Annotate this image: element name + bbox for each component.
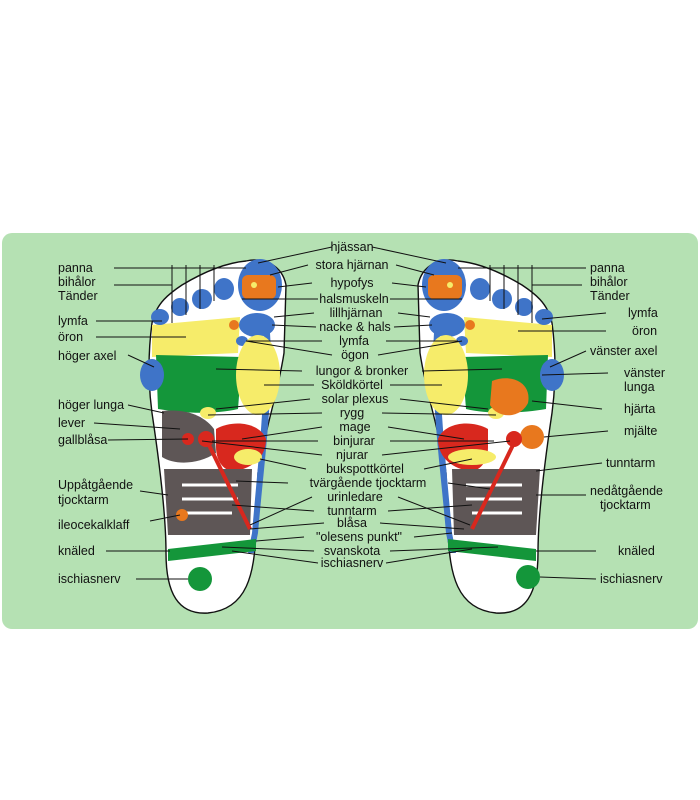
foot-reflexology-diagram: panna bihålor Tänder lymfa öron höger ax… — [58, 240, 665, 614]
label-lillhjarnan: lillhjärnan — [330, 306, 383, 320]
label-right-lymfa: lymfa — [628, 306, 658, 320]
center-labels: hjässan stora hjärnan hypofys halsmuskel… — [310, 240, 427, 570]
label-ischiasnerv-center: ischiasnerv — [321, 556, 384, 570]
right-labels: panna bihålor Tänder lymfa öron vänster … — [590, 261, 665, 586]
label-left-uppatgaende-2: tjocktarm — [58, 493, 109, 507]
label-lungor-bronker: lungor & bronker — [316, 364, 408, 378]
label-njurar: njurar — [336, 448, 368, 462]
left-bukspott-zone — [234, 449, 262, 465]
right-knaled-band — [448, 539, 536, 561]
left-toe-1 — [151, 309, 169, 325]
label-left-ischiasnerv: ischiasnerv — [58, 572, 121, 586]
label-right-knaled: knäled — [618, 544, 655, 558]
left-hypofys — [242, 275, 276, 299]
label-right-vanster-1: vänster — [624, 366, 665, 380]
left-toe-4 — [214, 278, 234, 300]
label-right-tunntarm: tunntarm — [606, 456, 655, 470]
left-nacke-zone — [239, 313, 275, 337]
label-left-hoger-axel: höger axel — [58, 349, 116, 363]
right-lymfa-dot — [465, 320, 475, 330]
label-ogon: ögon — [341, 348, 369, 362]
label-nacke-hals: nacke & hals — [319, 320, 391, 334]
label-right-mjalte: mjälte — [624, 424, 657, 438]
label-rygg: rygg — [340, 406, 364, 420]
label-right-panna: panna — [590, 261, 625, 275]
left-lung-zone — [156, 355, 242, 413]
label-lymfa: lymfa — [339, 334, 369, 348]
label-stora-hjarnan: stora hjärnan — [316, 258, 389, 272]
right-njure — [506, 431, 522, 447]
left-shoulder-zone — [140, 359, 164, 391]
label-hjassan: hjässan — [330, 240, 373, 254]
label-left-knaled: knäled — [58, 544, 95, 558]
label-right-nedatgaende-1: nedåtgående — [590, 484, 663, 498]
right-toe-zone — [464, 317, 552, 357]
right-heart-zone — [490, 378, 529, 416]
right-urinledare — [470, 442, 516, 530]
label-right-nedatgaende-2: tjocktarm — [600, 498, 651, 512]
right-foot — [417, 259, 564, 614]
right-toe-lines — [489, 265, 533, 323]
label-left-gallblasa: gallblåsa — [58, 433, 107, 447]
right-toe-4 — [470, 278, 490, 300]
right-mjalte — [520, 425, 544, 449]
label-blasa: blåsa — [337, 516, 367, 530]
leader-lines — [93, 246, 609, 580]
left-toe-lines — [171, 265, 215, 323]
left-toe-2 — [171, 298, 189, 316]
label-urinledare: urinledare — [327, 490, 383, 504]
left-labels: panna bihålor Tänder lymfa öron höger ax… — [58, 261, 133, 586]
label-left-oron: öron — [58, 330, 83, 344]
left-toe-3 — [192, 289, 212, 309]
left-foot — [140, 259, 287, 614]
label-left-panna: panna — [58, 261, 93, 275]
label-halsmuskeln: halsmuskeln — [319, 292, 389, 306]
left-lymfa-dot — [229, 320, 239, 330]
label-bukspottkortel: bukspottkörtel — [326, 462, 404, 476]
label-left-ileocekalklaff: ileocekalklaff — [58, 518, 130, 532]
label-right-tander: Tänder — [590, 289, 630, 303]
label-left-uppatgaende-1: Uppåtgående — [58, 478, 133, 492]
right-ischias-dot — [516, 565, 540, 589]
label-right-oron: öron — [632, 324, 657, 338]
left-knaled-band — [168, 539, 256, 561]
left-solar-plexus — [200, 407, 216, 419]
left-toe-zone — [152, 317, 240, 357]
left-ischias-dot — [188, 567, 212, 591]
label-right-vanster-axel: vänster axel — [590, 344, 657, 358]
label-left-tander: Tänder — [58, 289, 98, 303]
right-toe-3 — [492, 289, 512, 309]
label-left-hoger-lunga: höger lunga — [58, 398, 124, 412]
label-mage: mage — [339, 420, 370, 434]
right-nacke-zone — [429, 313, 465, 337]
label-left-lever: lever — [58, 416, 85, 430]
label-right-ischiasnerv: ischiasnerv — [600, 572, 663, 586]
right-toe-2 — [515, 298, 533, 316]
reflexology-chart-card: panna bihålor Tänder lymfa öron höger ax… — [2, 233, 698, 629]
left-hypofys-dot — [251, 282, 257, 288]
label-tvargaende: tvärgående tjocktarm — [310, 476, 427, 490]
label-binjurar: binjurar — [333, 434, 375, 448]
label-skoldkortel: Sköldkörtel — [321, 378, 383, 392]
left-bronker-zone — [236, 335, 280, 415]
label-left-lymfa: lymfa — [58, 314, 88, 328]
right-hypofys-dot — [447, 282, 453, 288]
label-hypofys: hypofys — [330, 276, 373, 290]
label-left-bihalor: bihålor — [58, 275, 96, 289]
label-olesens-punkt: "olesens punkt" — [316, 530, 402, 544]
left-urinledare — [206, 442, 252, 530]
label-right-hjarta: hjärta — [624, 402, 655, 416]
left-njure — [198, 431, 214, 447]
right-bronker-zone — [424, 335, 468, 415]
right-toe-1 — [535, 309, 553, 325]
label-right-vanster-2: lunga — [624, 380, 655, 394]
right-hypofys — [428, 275, 462, 299]
label-svanskota: svanskota — [324, 544, 380, 558]
left-ileocekal — [176, 509, 188, 521]
label-right-bihalor: bihålor — [590, 275, 628, 289]
label-tunntarm: tunntarm — [327, 504, 376, 518]
label-solar-plexus: solar plexus — [322, 392, 389, 406]
